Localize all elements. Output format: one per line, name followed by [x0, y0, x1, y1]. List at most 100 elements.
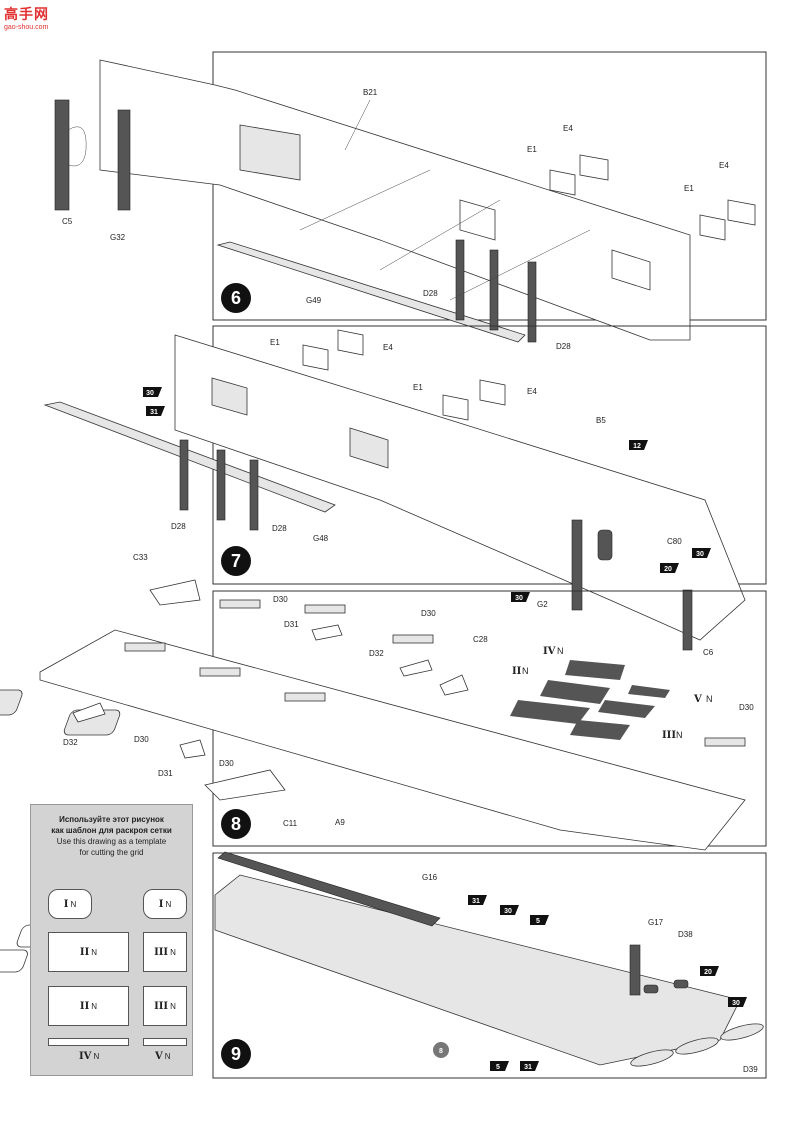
part-d30-d — [124, 642, 166, 652]
part-d30-f — [284, 692, 326, 702]
step-9-badge — [221, 1039, 251, 1069]
part-d28-b — [489, 249, 499, 331]
step-8-badge — [221, 809, 251, 839]
label-c80: C80 — [667, 537, 682, 546]
part-d28-a — [455, 239, 465, 321]
label-g49: G49 — [306, 296, 322, 305]
grid-template-v-strip — [143, 1038, 187, 1046]
paint-ref-20-a: 20 — [660, 563, 679, 573]
part-d38-b — [673, 979, 689, 989]
label-a9: A9 — [335, 818, 345, 827]
paint-ref-12: 12 — [629, 440, 648, 450]
paint-ref-30-e: 30 — [728, 997, 747, 1007]
label-e4-7b: E4 — [527, 387, 537, 396]
grid-template-iv-strip — [48, 1038, 129, 1046]
svg-text:30: 30 — [696, 551, 704, 558]
paint-ref-5-b: 5 — [490, 1061, 509, 1071]
step-8-reference-number: 8 — [439, 1048, 443, 1055]
paint-ref-30-d: 30 — [500, 905, 519, 915]
label-d39: D39 — [743, 1065, 758, 1074]
label-g17: G17 — [648, 918, 664, 927]
label-d28-7b: D28 — [272, 524, 287, 533]
label-e4-7a: E4 — [383, 343, 393, 352]
part-d39-c — [720, 1023, 764, 1041]
label-c28: C28 — [473, 635, 488, 644]
step-9-panel — [212, 852, 767, 1079]
panel-window-7a — [211, 377, 248, 416]
svg-text:31: 31 — [524, 1064, 532, 1071]
paint-ref-31-c: 31 — [520, 1061, 539, 1071]
part-d30-a — [219, 599, 261, 609]
label-c33: C33 — [133, 553, 148, 562]
floor-step9 — [214, 874, 741, 1066]
label-c6: C6 — [703, 648, 714, 657]
label-d30-8c: D30 — [134, 735, 149, 744]
paint-ref-20-b: 20 — [700, 966, 719, 976]
part-e1-a — [549, 169, 576, 196]
part-c33 — [149, 579, 201, 606]
part-c80 — [597, 529, 613, 561]
hull-side-b5 — [174, 334, 746, 641]
svg-text:5: 5 — [496, 1064, 500, 1071]
label-e4-a: E4 — [563, 124, 573, 133]
part-g48 — [43, 401, 336, 513]
paint-ref-30-c: 30 — [511, 592, 530, 602]
part-e1-7a — [302, 344, 329, 371]
part-d32-a — [72, 702, 106, 723]
part-g49 — [216, 241, 526, 343]
part-d32-b — [399, 659, 433, 677]
label-e1-7a: E1 — [270, 338, 280, 347]
part-e1-7b — [442, 394, 469, 421]
svg-text:31: 31 — [472, 898, 480, 905]
grid-meshes — [510, 660, 670, 740]
svg-text:N: N — [676, 730, 683, 740]
label-e4-b: E4 — [719, 161, 729, 170]
watermark-url: gao-shou.com — [4, 24, 49, 31]
label-g2: G2 — [537, 600, 548, 609]
part-e4-b — [727, 199, 756, 226]
part-d28-7c — [249, 459, 259, 531]
paint-ref-31-a: 31 — [146, 406, 165, 416]
svg-text:III: III — [662, 730, 676, 741]
label-g48: G48 — [313, 534, 329, 543]
part-c28 — [439, 674, 469, 696]
part-d30-b — [304, 604, 346, 614]
svg-text:N: N — [522, 666, 529, 676]
step-6-number: 6 — [231, 288, 241, 308]
svg-text:12: 12 — [633, 443, 641, 450]
label-b5: B5 — [596, 416, 606, 425]
svg-text:IV: IV — [543, 646, 556, 657]
label-d31-8a: D31 — [284, 620, 299, 629]
label-d28-6a: D28 — [423, 289, 438, 298]
svg-text:20: 20 — [664, 566, 672, 573]
step-6-panel — [212, 51, 767, 321]
part-d31-a — [179, 739, 206, 759]
label-g16: G16 — [422, 873, 438, 882]
floor-a9 — [39, 629, 746, 851]
label-d32-8b: D32 — [63, 738, 78, 747]
label-e1-b: E1 — [684, 184, 694, 193]
svg-text:20: 20 — [704, 969, 712, 976]
part-c5-handle — [67, 126, 87, 167]
hatch-recess — [239, 124, 301, 181]
panel-window-6b — [611, 249, 651, 291]
svg-text:30: 30 — [146, 390, 154, 397]
step-7-number: 7 — [231, 551, 241, 571]
part-d28-7a — [179, 439, 189, 511]
part-d39-b — [675, 1037, 719, 1055]
part-g16 — [217, 851, 441, 927]
label-d28-6b: D28 — [556, 342, 571, 351]
panel-window-6a — [459, 199, 496, 241]
template-text-ru-2: как шаблон для раскроя сетки — [51, 826, 172, 835]
label-d32-8a: D32 — [369, 649, 384, 658]
paint-ref-30-a: 30 — [143, 387, 162, 397]
watermark-title: 高手网 — [4, 6, 49, 22]
part-d28-7b — [216, 449, 226, 521]
